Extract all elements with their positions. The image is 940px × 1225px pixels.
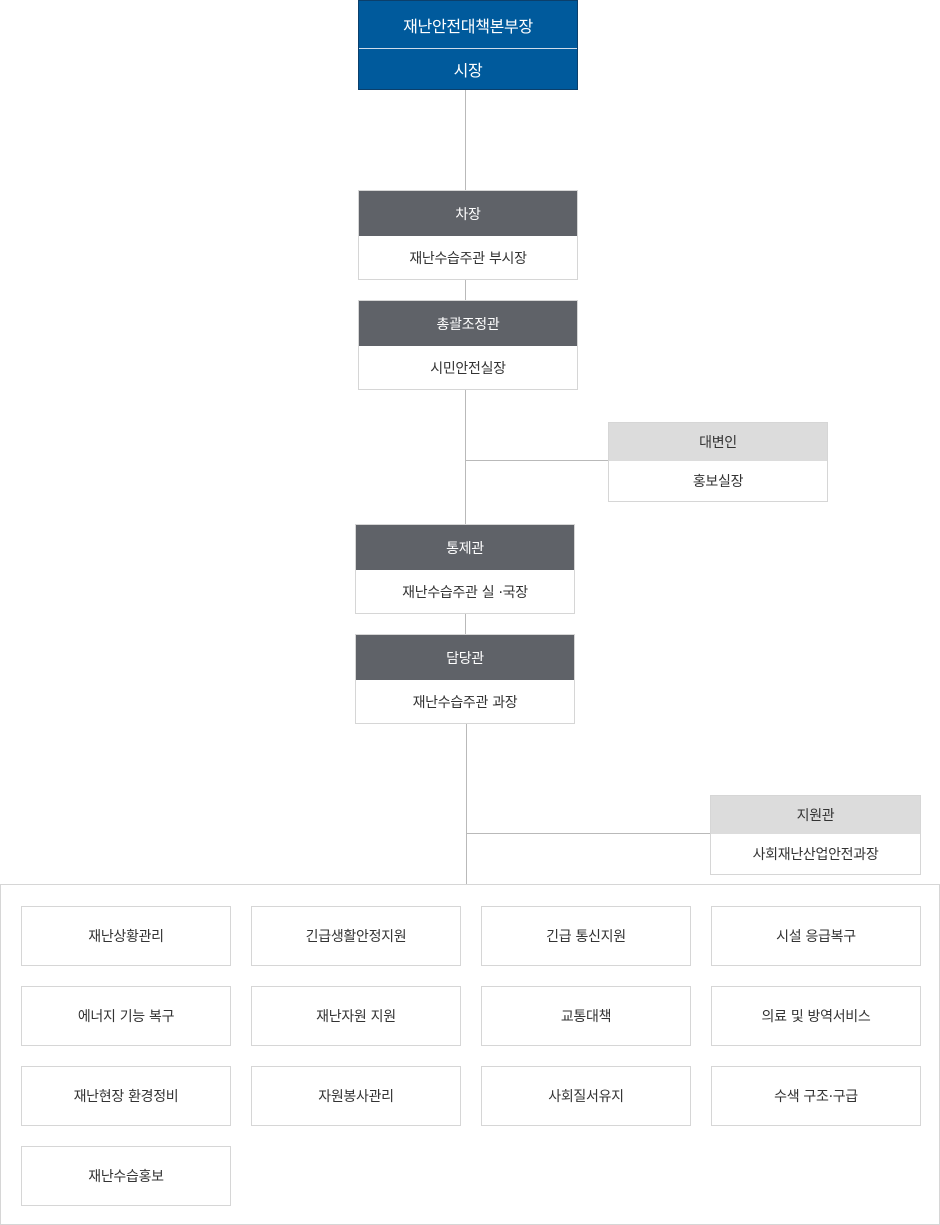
connector-to-support: [466, 833, 711, 834]
connector-top-to-vice: [465, 89, 466, 191]
org-head-box: 재난안전대책본부장 시장: [358, 0, 578, 90]
task-item: 자원봉사관리: [251, 1066, 461, 1126]
task-item: 재난수습홍보: [21, 1146, 231, 1206]
spokesperson-body: 홍보실장: [692, 474, 744, 490]
manager-box: 담당관 재난수습주관 과장: [355, 634, 575, 724]
org-head-divider: [359, 48, 577, 49]
org-head-title: 재난안전대책본부장: [403, 16, 533, 36]
controller-box: 통제관 재난수습주관 실 ·국장: [355, 524, 575, 614]
vice-body: 재난수습주관 부시장: [409, 250, 527, 267]
coordinator-box: 총괄조정관 시민안전실장: [358, 300, 578, 390]
task-item: 시설 응급복구: [711, 906, 921, 966]
spokesperson-box: 대변인 홍보실장: [608, 422, 828, 502]
task-item: 긴급 통신지원: [481, 906, 691, 966]
connector-vice-to-coordinator: [465, 279, 466, 301]
vice-box: 차장 재난수습주관 부시장: [358, 190, 578, 280]
task-item: 교통대책: [481, 986, 691, 1046]
task-item: 재난상황관리: [21, 906, 231, 966]
task-item: 수색 구조·구급: [711, 1066, 921, 1126]
coordinator-title: 총괄조정관: [359, 301, 577, 346]
spokesperson-title: 대변인: [609, 423, 827, 461]
connector-controller-to-manager: [465, 613, 466, 635]
support-body: 사회재난산업안전과장: [752, 847, 879, 863]
task-item: 긴급생활안정지원: [251, 906, 461, 966]
controller-title: 통제관: [356, 525, 574, 570]
task-item: 에너지 기능 복구: [21, 986, 231, 1046]
task-item: 재난자원 지원: [251, 986, 461, 1046]
task-item: 의료 및 방역서비스: [711, 986, 921, 1046]
task-item: 재난현장 환경정비: [21, 1066, 231, 1126]
coordinator-body: 시민안전실장: [430, 360, 506, 377]
connector-to-spokesperson: [465, 460, 609, 461]
controller-body: 재난수습주관 실 ·국장: [402, 584, 528, 601]
manager-body: 재난수습주관 과장: [412, 694, 518, 711]
support-title: 지원관: [711, 796, 920, 834]
org-head-subtitle: 시장: [453, 61, 483, 80]
task-item: 사회질서유지: [481, 1066, 691, 1126]
vice-title: 차장: [359, 191, 577, 236]
connector-coordinator-to-controller: [465, 389, 466, 525]
manager-title: 담당관: [356, 635, 574, 680]
connector-manager-to-tasks: [466, 723, 467, 885]
support-box: 지원관 사회재난산업안전과장: [710, 795, 921, 875]
